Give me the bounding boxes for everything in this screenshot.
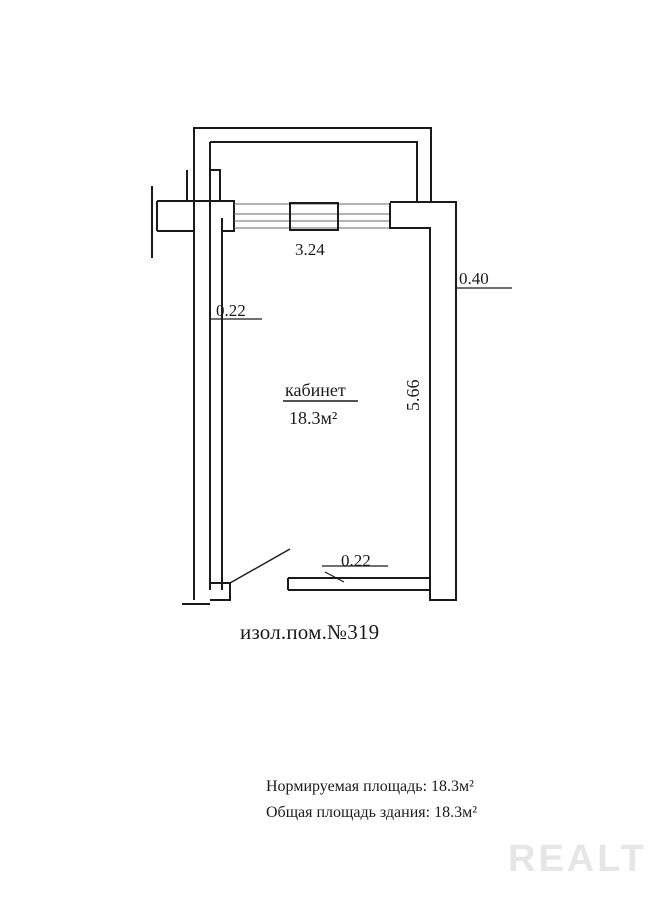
dim-right-wall-label: 0.40: [459, 269, 489, 288]
normed-area: Нормируемая площадь: 18.3м²: [266, 778, 474, 795]
balcony-outer-wall: [193, 127, 432, 590]
dim-left-wall-label: 0.22: [216, 301, 246, 320]
room-name: кабинет: [285, 380, 346, 400]
dim-length-label: 5.66: [403, 380, 423, 412]
total-area: Общая площадь здания: 18.3м²: [266, 804, 478, 821]
dim-bottom-wall-label: 0.22: [341, 551, 371, 570]
bottom-wall: [287, 577, 430, 591]
window-mullion: [289, 202, 339, 231]
balcony-inner-wall: [210, 141, 418, 202]
right-wall: [389, 201, 457, 601]
dim-window-label: 3.24: [295, 240, 325, 259]
room-area: 18.3м²: [289, 408, 337, 428]
apartment-caption: изол.пом.№319: [240, 620, 380, 644]
realt-watermark-logo: REALT: [508, 838, 647, 880]
